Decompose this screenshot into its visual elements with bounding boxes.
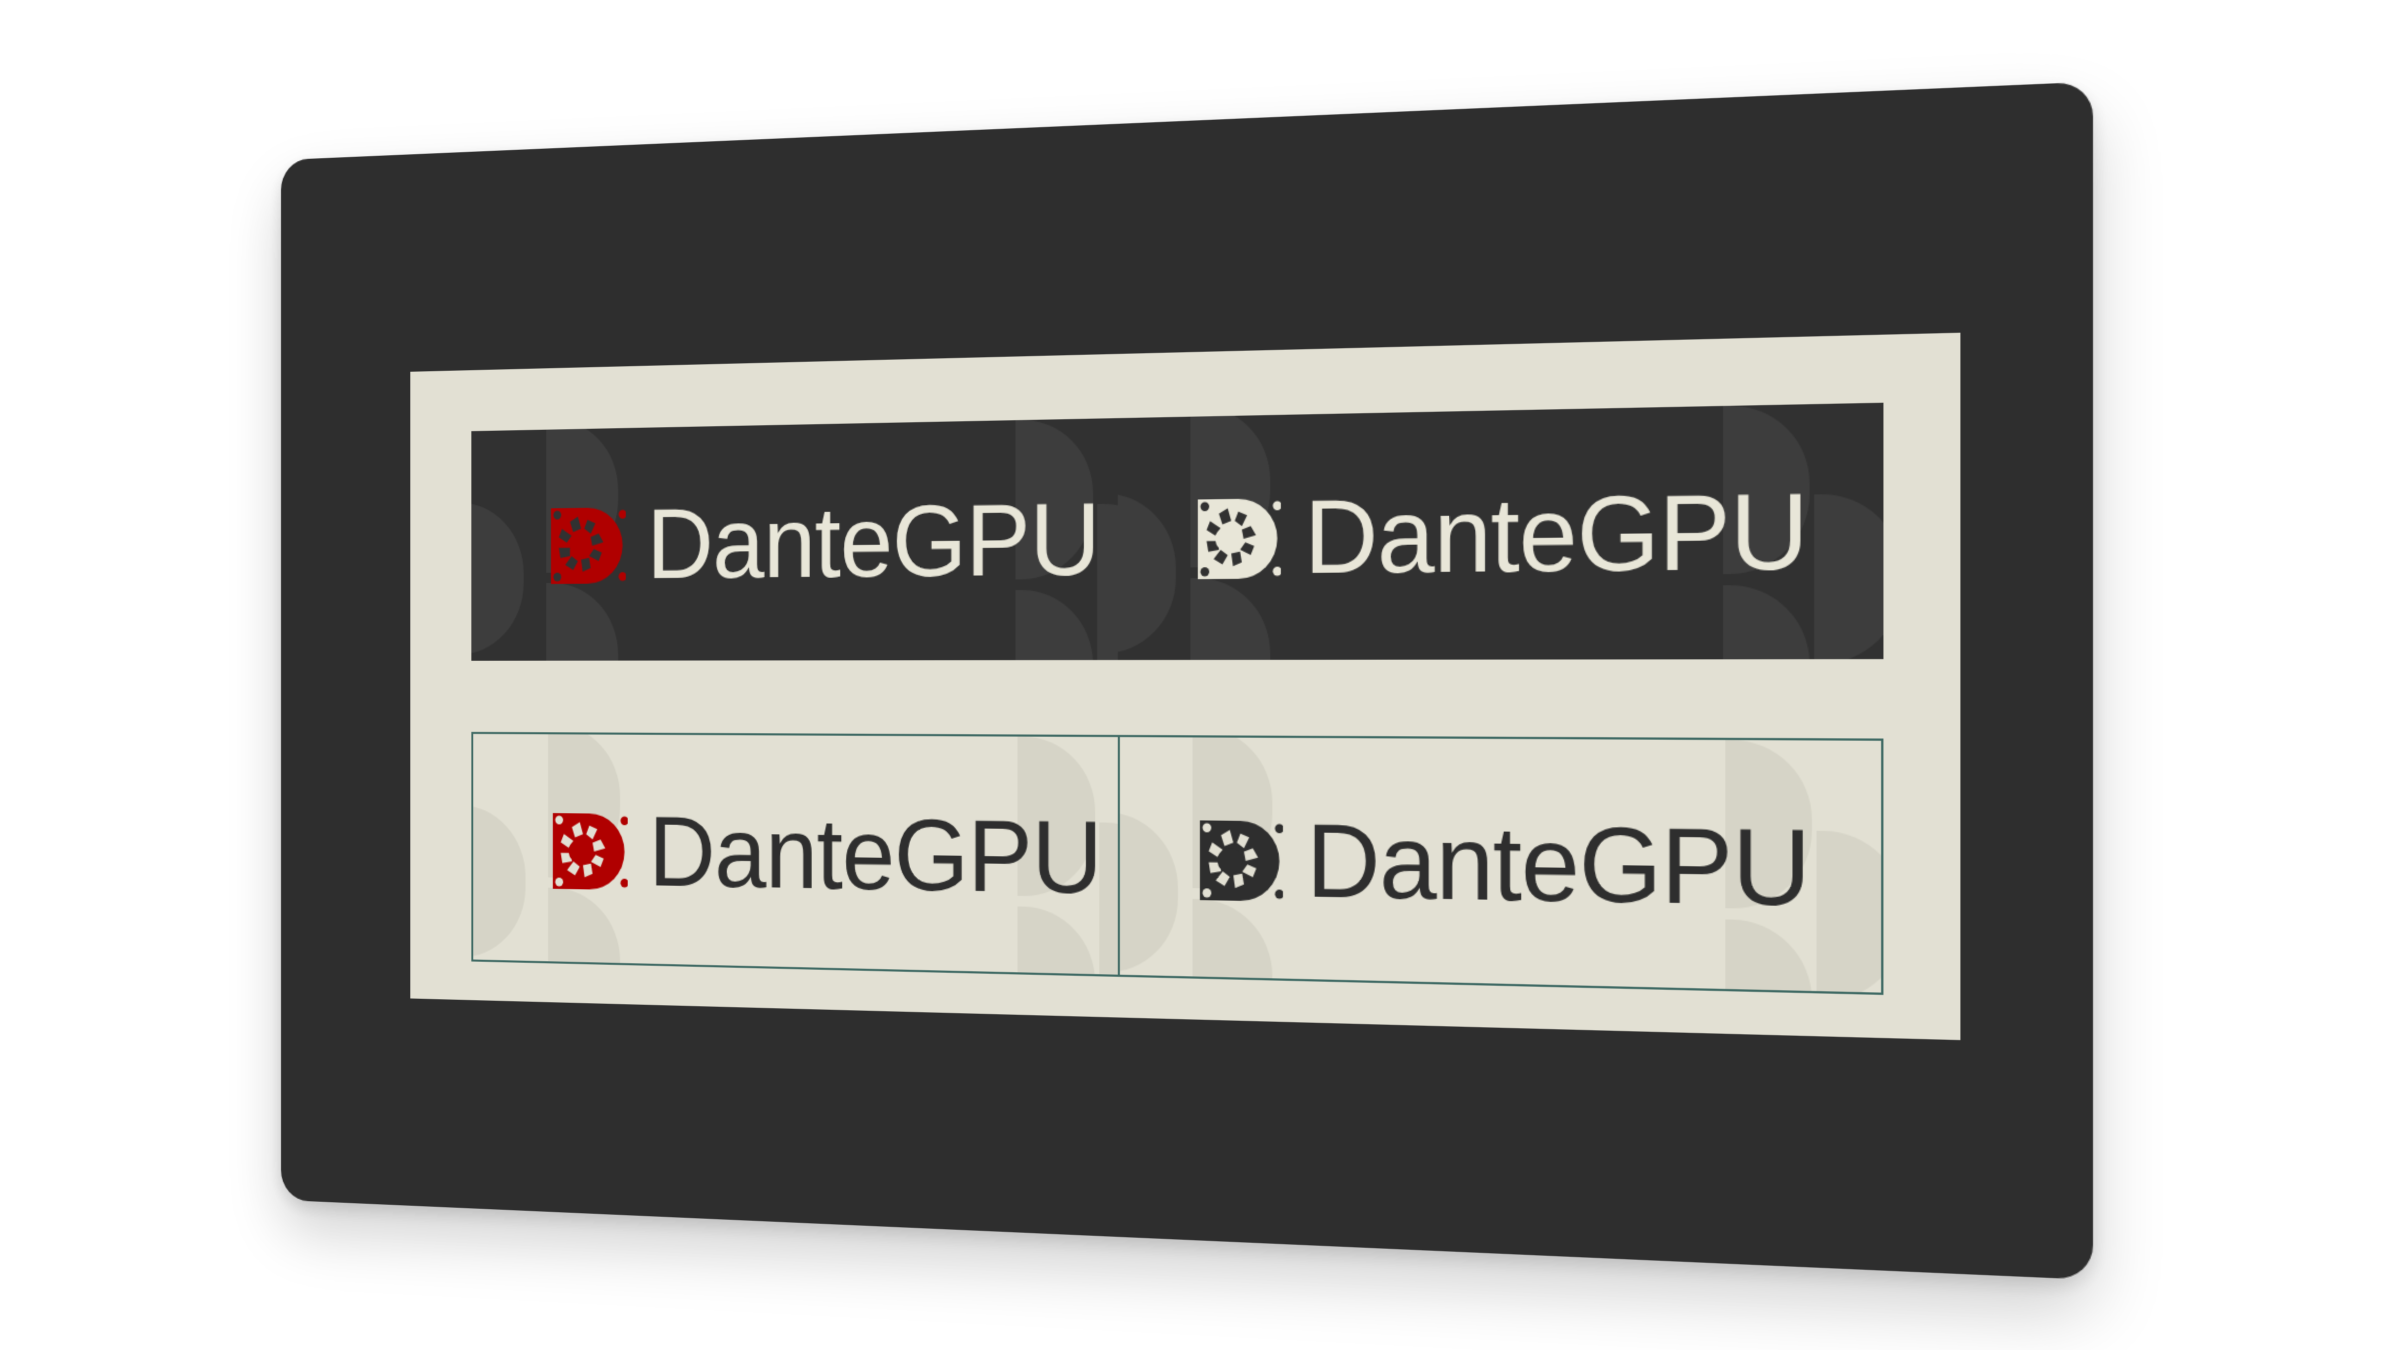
logo-lockup: DanteGPU [548,800,1101,913]
logo-tile-light-red: DanteGPU [471,732,1159,978]
wordmark: DanteGPU [1306,807,1810,925]
watermark-d-shape [1015,590,1093,661]
watermark-d-shape [1018,906,1096,977]
logo-tile-dark-red: DanteGPU [471,417,1159,660]
wordmark: DanteGPU [647,487,1100,597]
logo-tile-dark-cream: DanteGPU [1118,403,1884,660]
watermark-d-shape [1723,585,1810,660]
logo-lockup: DanteGPU [1195,806,1810,925]
wordmark: DanteGPU [1304,476,1807,592]
watermark-d-shape [471,805,525,959]
logo-tile-light-dark: DanteGPU [1118,735,1884,995]
watermark-d-shape [1814,493,1883,660]
logo-variants-panel: DanteGPU [410,333,1960,1040]
watermark-d-shape [1725,919,1812,994]
fan-d-logo-icon [1195,815,1283,907]
wordmark: DanteGPU [649,801,1102,913]
logo-presentation-card: DanteGPU [281,82,2093,1280]
fan-d-logo-icon [1193,493,1281,585]
logo-lockup: DanteGPU [546,487,1099,597]
fan-d-logo-icon [548,808,628,895]
watermark-d-shape [1118,812,1178,974]
watermark-d-shape [471,502,523,655]
watermark-d-shape [1118,492,1176,653]
watermark-d-shape [1817,831,1884,995]
fan-d-logo-icon [546,502,626,589]
logo-lockup: DanteGPU [1193,476,1808,593]
